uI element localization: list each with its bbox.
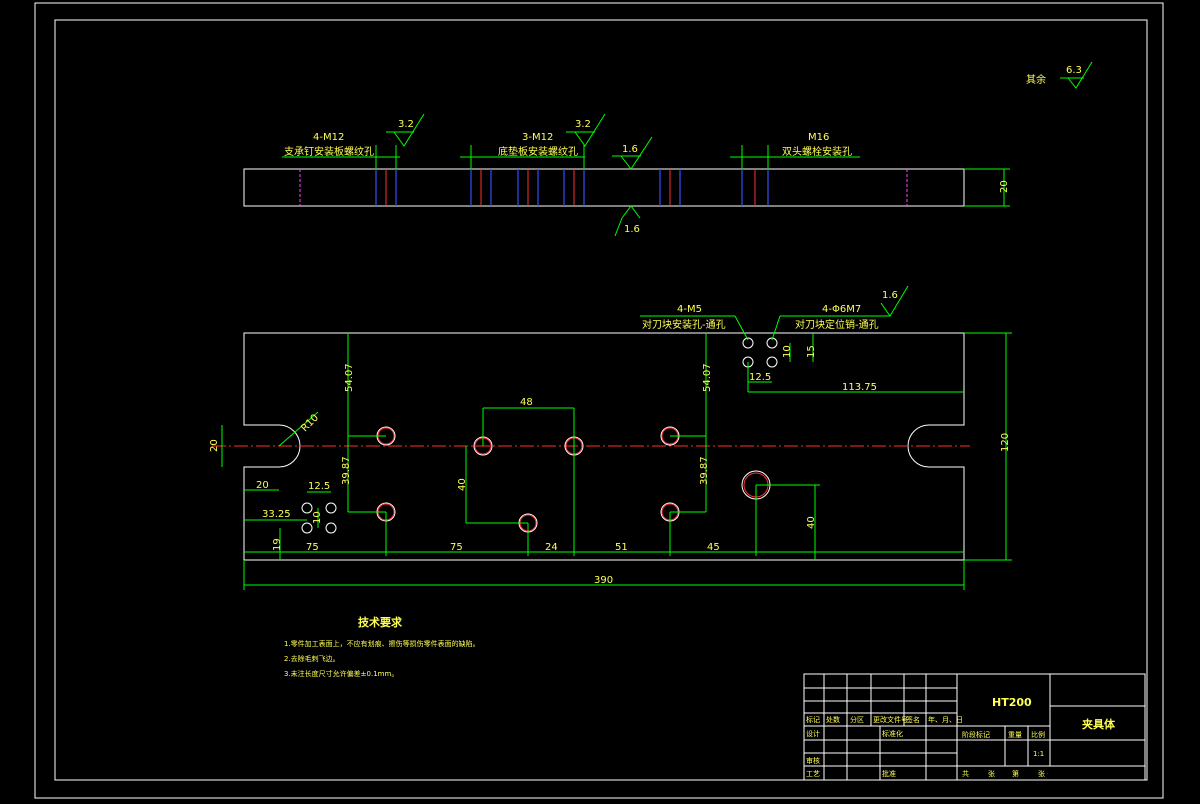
callout-4-qty: M16: [808, 132, 829, 143]
roughness-other-value: 6.3: [1066, 65, 1082, 76]
inner-border: [54, 19, 1148, 781]
process-label: 工艺: [806, 770, 820, 778]
sheet-number-unit: 张: [1038, 769, 1045, 778]
dim-20-depth: 20: [256, 480, 269, 491]
dim-120: 120: [1000, 433, 1011, 452]
title-block: HT200 夹具体 标记 处数 分区 更改文件号 签名 年、月、日 设计 标准化…: [803, 673, 1146, 781]
tech-req-item-3: 3.未注长度尺寸允许偏差±0.1mm。: [284, 669, 398, 678]
dim-r10: R10: [299, 412, 321, 434]
dim-15: 15: [806, 345, 817, 358]
row-label-count: 处数: [826, 715, 840, 724]
tech-req-item-1: 1.零件加工表面上，不应有划痕、擦伤等损伤零件表面的缺陷。: [284, 639, 480, 648]
dim-12-5-top: 12.5: [749, 372, 771, 383]
callout-1-desc: 支承钉安装板螺纹孔: [284, 145, 374, 158]
callout-1-qty: 4-M12: [313, 132, 344, 143]
tech-req-item-2: 2.去除毛刺飞边。: [284, 654, 340, 663]
row-label-date: 年、月、日: [928, 715, 963, 724]
dim-10-small: 10: [312, 511, 323, 524]
callout-m5-qty: 4-M5: [677, 304, 702, 315]
row-label-zone: 分区: [850, 715, 864, 724]
callout-2-qty: 3-M12: [522, 132, 553, 143]
outer-border: [34, 2, 1164, 799]
dim-24: 24: [545, 542, 558, 553]
approve-label: 批准: [882, 769, 896, 778]
weight-label: 重量: [1008, 731, 1022, 739]
roughness-symbol-icon: [393, 113, 425, 147]
dim-39-87-left: 39.87: [341, 456, 352, 485]
roughness-symbol-icon: [880, 285, 909, 317]
tech-requirements: 技术要求 1.零件加工表面上，不应有划痕、擦伤等损伤零件表面的缺陷。 2.去除毛…: [284, 615, 480, 678]
part-name: 夹具体: [1082, 717, 1116, 731]
callout-2-desc: 底垫板安装螺纹孔: [498, 145, 578, 158]
dim-75-a: 75: [306, 542, 319, 553]
review-label: 审核: [806, 756, 820, 765]
sheet-total-unit: 张: [988, 769, 995, 778]
roughness-symbol-icon: [621, 205, 641, 219]
dim-54-07-left: 54.07: [344, 363, 355, 392]
sheet-total-label: 共: [962, 769, 969, 778]
callout-pin-desc: 对刀块定位销-通孔: [795, 318, 879, 331]
stage-mark-label: 阶段标记: [962, 730, 990, 739]
scale-value: 1:1: [1033, 750, 1044, 758]
row-label-mark: 标记: [806, 715, 820, 724]
roughness-other-label: 其余: [1026, 73, 1046, 86]
callout-4-desc: 双头螺栓安装孔: [782, 145, 852, 158]
sheet-number-label: 第: [1012, 769, 1019, 778]
tech-req-heading: 技术要求: [358, 615, 403, 629]
dim-113-75: 113.75: [842, 382, 877, 393]
dim-54-07-right: 54.07: [702, 363, 713, 392]
bottom-ra: 1.6: [624, 224, 640, 235]
dim-51: 51: [615, 542, 628, 553]
dim-75-b: 75: [450, 542, 463, 553]
plan-view: 4-M5 对刀块安装孔-通孔 4-Φ6M7 对刀块定位销-通孔 1.6: [209, 285, 1012, 590]
dim-48: 48: [520, 397, 533, 408]
callout-1-ra: 3.2: [398, 119, 414, 130]
dim-390: 390: [594, 575, 613, 586]
dim-40-right: 40: [806, 516, 817, 529]
top-view-outline: [243, 168, 965, 207]
row-label-change-doc: 更改文件号: [873, 715, 908, 724]
roughness-symbol-icon: [620, 136, 653, 170]
top-view: 4-M12 支承钉安装板螺纹孔 3.2 3-M12 底垫板安装螺纹孔 3.2 1…: [243, 113, 1010, 237]
callout-2-ra: 3.2: [575, 119, 591, 130]
dim-19: 19: [272, 538, 283, 551]
callout-m5-desc: 对刀块安装孔-通孔: [642, 318, 726, 331]
callout-3-ra: 1.6: [622, 144, 638, 155]
dim-12-5-small: 12.5: [308, 481, 330, 492]
row-label-sign: 签名: [906, 715, 920, 724]
standardization-label: 标准化: [882, 729, 903, 738]
dim-33-25: 33.25: [262, 509, 291, 520]
dim-10: 10: [782, 345, 793, 358]
material: HT200: [992, 696, 1032, 709]
design-label: 设计: [806, 729, 820, 738]
dim-40-left: 40: [457, 478, 468, 491]
thickness-dim: 20: [999, 180, 1010, 193]
callout-pin-ra: 1.6: [882, 290, 898, 301]
callout-pin-qty: 4-Φ6M7: [822, 304, 861, 315]
scale-label: 比例: [1031, 730, 1045, 739]
dim-20-slot: 20: [209, 439, 220, 452]
dim-45: 45: [707, 542, 720, 553]
roughness-symbol-icon: [574, 113, 606, 147]
roughness-symbol-icon: [1067, 61, 1093, 89]
dim-39-87-right: 39.87: [699, 456, 710, 485]
